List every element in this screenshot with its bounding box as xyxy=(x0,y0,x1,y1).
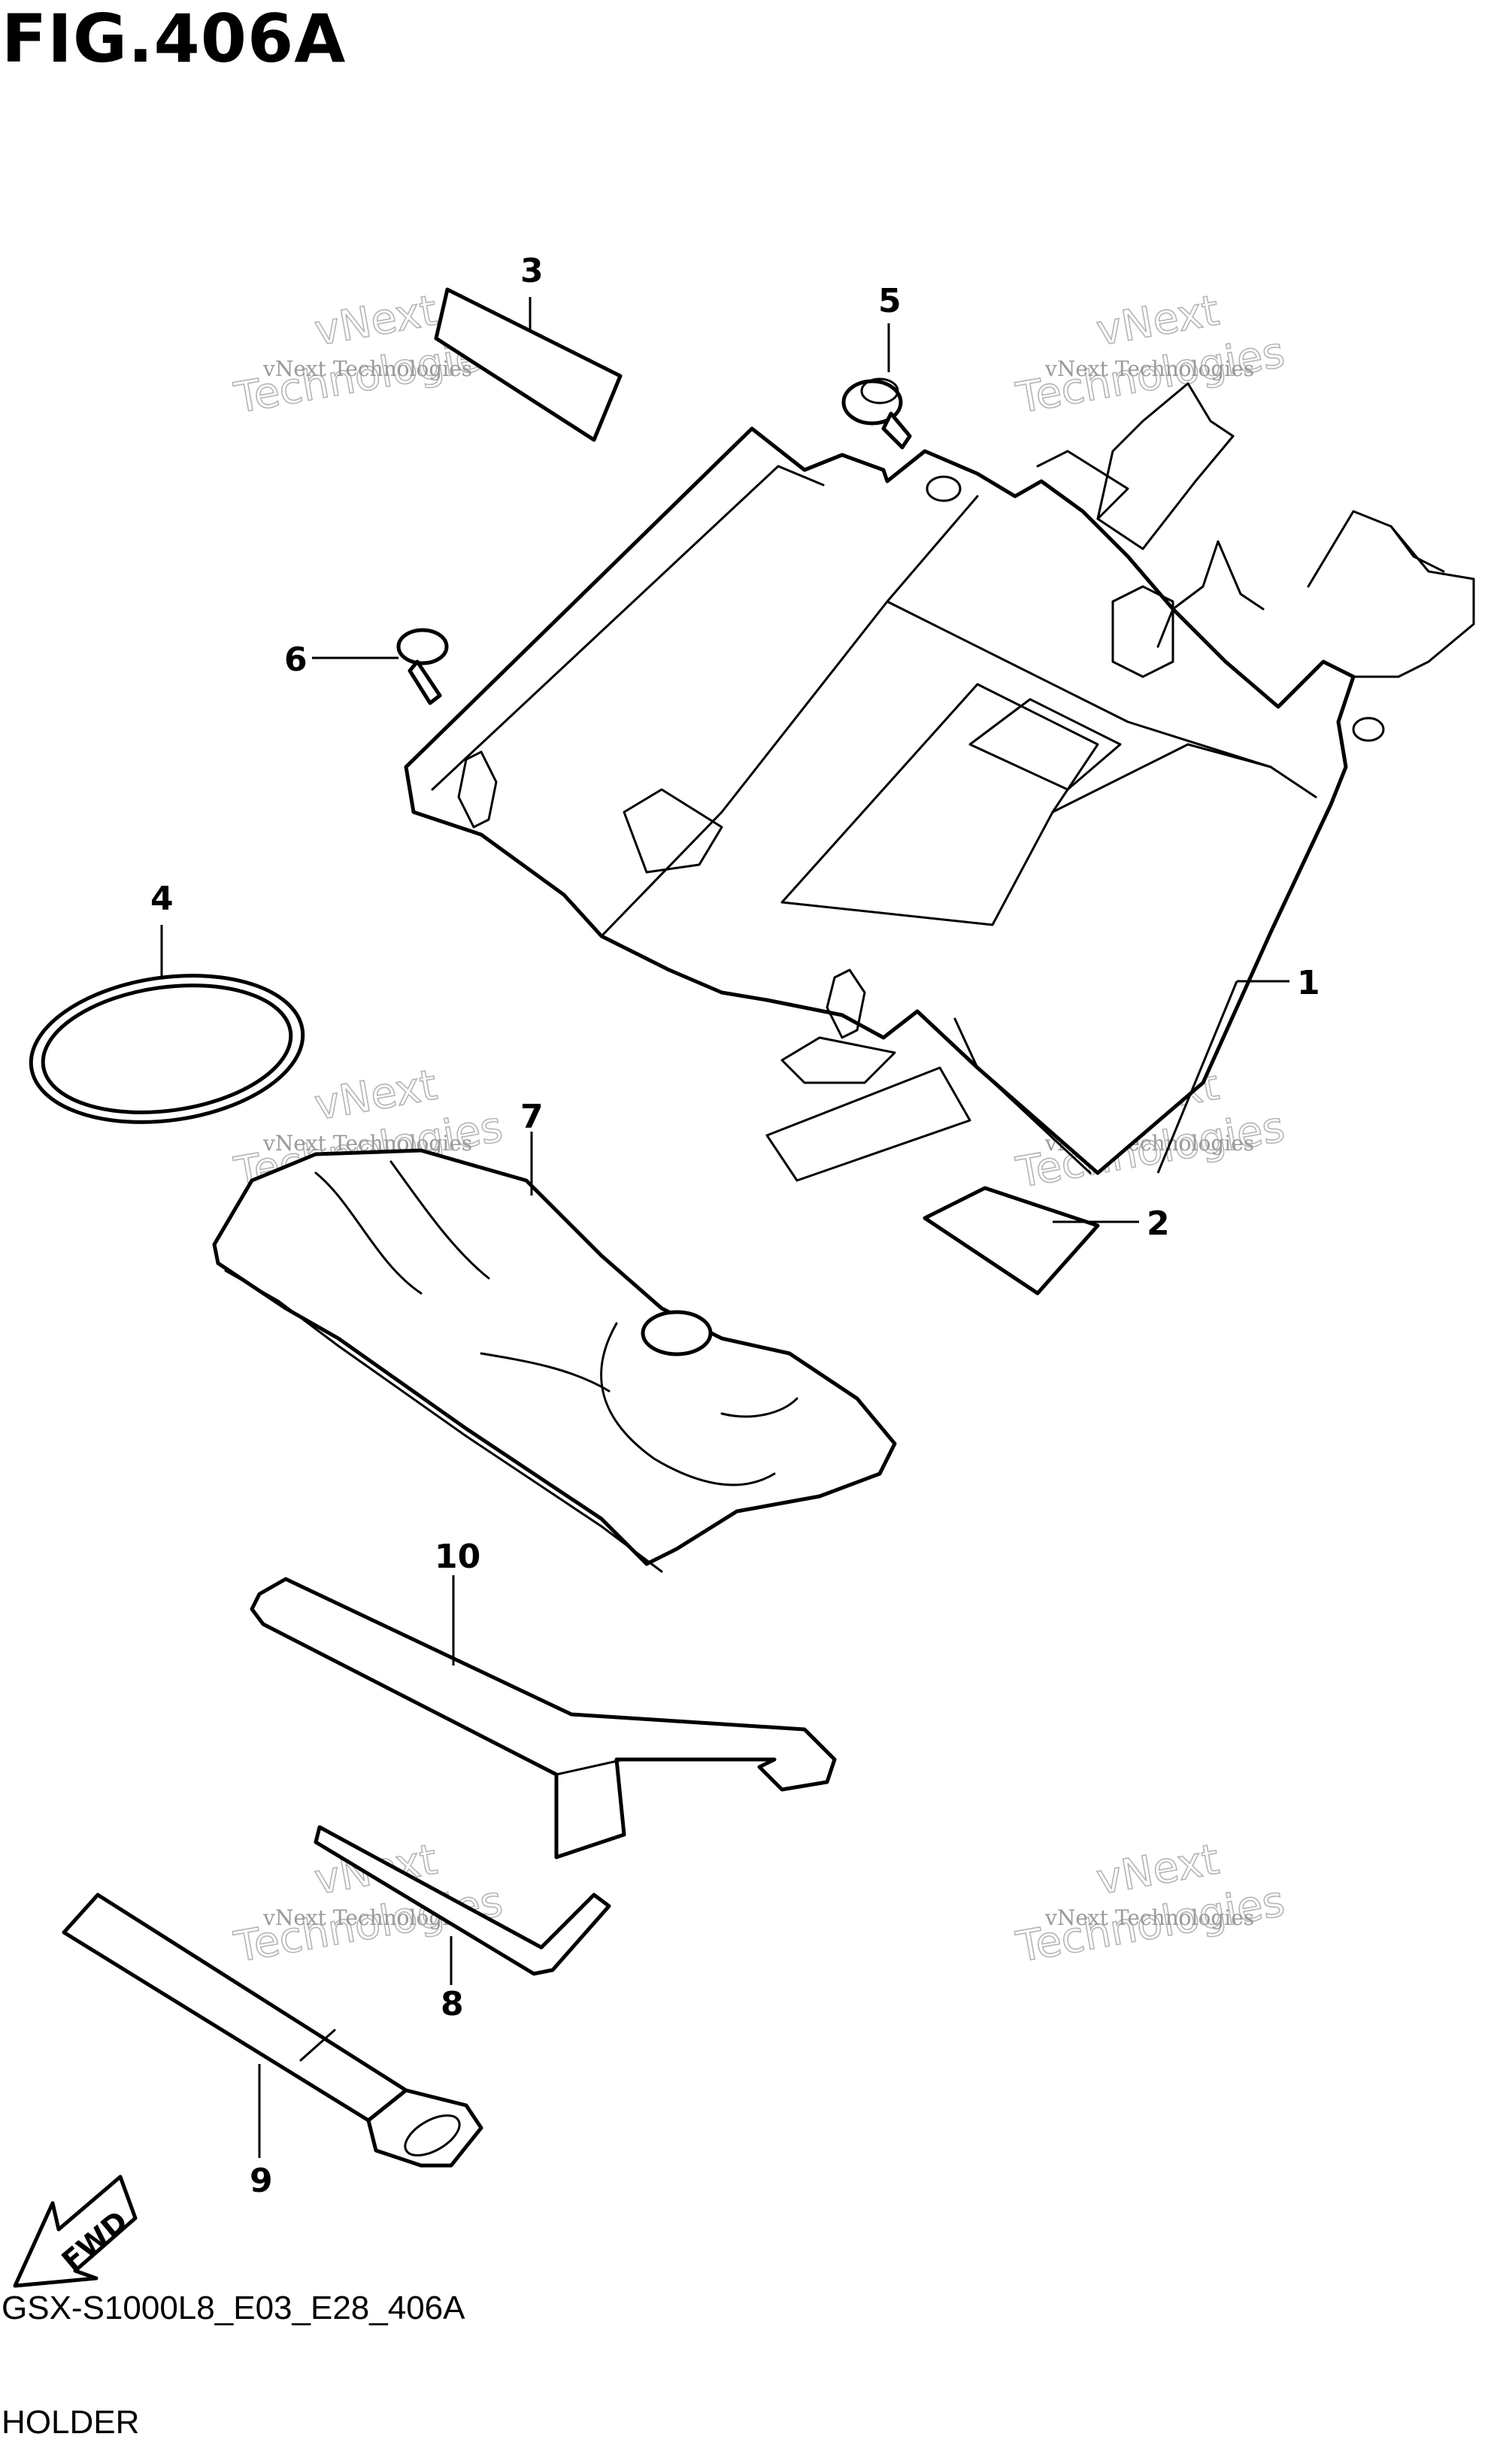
part-4-o-ring xyxy=(29,974,305,1124)
part-2-label xyxy=(923,1186,1100,1296)
callout-5: 5 xyxy=(878,282,902,320)
watermark-small: vNext Technologies xyxy=(262,356,472,381)
watermark-small: vNext Technologies xyxy=(1044,356,1254,381)
callout-1: 1 xyxy=(1297,964,1320,1002)
fwd-arrow-icon: FWD xyxy=(13,2175,138,2288)
watermark-small: vNext Technologies xyxy=(1044,1905,1254,1930)
callout-8: 8 xyxy=(441,1985,464,2023)
part-6-screw xyxy=(396,628,449,705)
callout-4: 4 xyxy=(150,880,174,918)
part-5-screw xyxy=(841,377,912,450)
part-7-tool-bag xyxy=(212,1148,897,1573)
callout-6: 6 xyxy=(284,641,308,679)
callout-3: 3 xyxy=(520,252,544,290)
part-9-screwdriver xyxy=(62,1893,483,2168)
callout-7: 7 xyxy=(520,1098,544,1136)
part-10-spanner xyxy=(250,1577,837,1859)
callout-10: 10 xyxy=(435,1538,480,1576)
callout-9: 9 xyxy=(250,2162,273,2200)
figure-title: FIG.406A xyxy=(2,0,347,77)
watermark: vNext Technologies vNext Technologies xyxy=(230,1835,507,1973)
callout-2: 2 xyxy=(1147,1205,1170,1243)
watermark: vNext Technologies vNext Technologies xyxy=(1012,1835,1289,1973)
part-8-hex-wrench xyxy=(314,1825,611,1976)
part-3-label xyxy=(434,287,623,442)
section-name: HOLDER xyxy=(2,2404,140,2441)
model-code: GSX-S1000L8_E03_E28_406A xyxy=(2,2290,465,2326)
part-1-holder-tray xyxy=(404,382,1475,1182)
leader-lines xyxy=(160,297,1289,2158)
watermark: vNext Technologies vNext Technologies xyxy=(1012,286,1289,424)
